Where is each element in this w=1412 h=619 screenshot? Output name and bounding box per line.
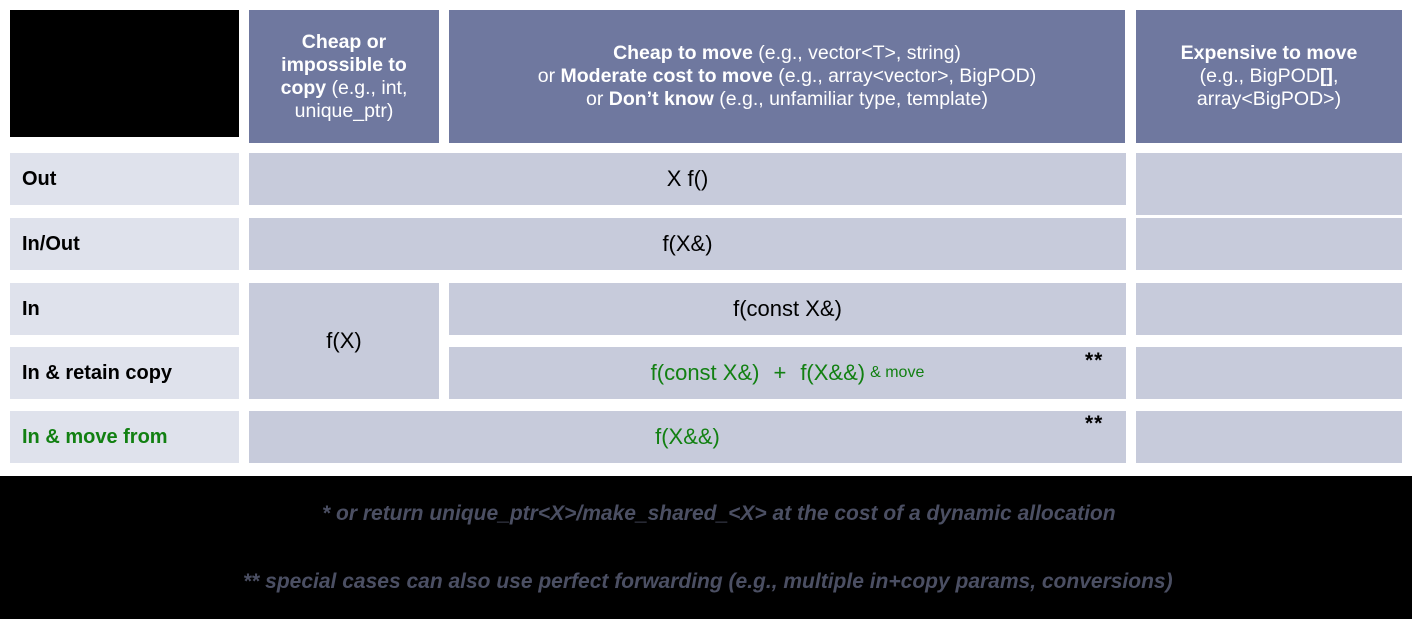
header-line: Cheap or	[301, 30, 387, 53]
header-line: Expensive to move	[1180, 42, 1358, 64]
combo-left-signature: f(const X&)	[650, 360, 760, 385]
header-line: array<BigPOD>)	[1196, 88, 1342, 110]
footnote-double-star: ** special cases can also use perfect fo…	[243, 570, 1173, 593]
cell-out-value: X f()	[249, 153, 1126, 205]
combo-suffix-and-move: & move	[870, 364, 925, 381]
footnote-marker-retain-copy: **	[1085, 349, 1104, 372]
combo-right-signature: f(X&&)	[800, 360, 866, 385]
table-corner-cell	[10, 10, 239, 137]
cell-in-expensive-empty	[1136, 283, 1402, 335]
column-header-cheap-or-impossible-to-copy: Cheap or impossible to copy (e.g., int, …	[249, 10, 439, 143]
row-label-in-move-from: In & move from	[10, 411, 239, 463]
row-label-in: In	[10, 283, 239, 335]
header-line: or Moderate cost to move (e.g., array<ve…	[537, 65, 1037, 87]
header-line: (e.g., BigPOD[],	[1199, 65, 1339, 87]
cell-in-out-value: f(X&)	[249, 218, 1126, 270]
row-label-in-out: In/Out	[10, 218, 239, 270]
header-line: unique_ptr)	[294, 99, 394, 122]
cell-in-value: f(const X&)	[449, 283, 1126, 335]
column-header-cheap-to-move: Cheap to move (e.g., vector<T>, string) …	[449, 10, 1125, 143]
cell-out-expensive-empty	[1136, 153, 1402, 215]
cell-in-retain-copy-expensive-empty	[1136, 347, 1402, 399]
row-label-in-retain-copy: In & retain copy	[10, 347, 239, 399]
header-line: or Don’t know (e.g., unfamiliar type, te…	[585, 88, 989, 110]
footnote-marker-move-from: **	[1085, 412, 1104, 435]
cell-in-move-from-expensive-empty	[1136, 411, 1402, 463]
header-line: impossible to	[281, 53, 407, 76]
cell-in-out-expensive-empty	[1136, 218, 1402, 270]
cell-cheap-copy-fx: f(X)	[249, 283, 439, 399]
cell-in-move-from-value: f(X&&)	[249, 411, 1126, 463]
combo-plus-sign: +	[773, 360, 787, 385]
header-line: copy (e.g., int,	[280, 76, 408, 99]
column-header-expensive-to-move: Expensive to move (e.g., BigPOD[], array…	[1136, 10, 1402, 143]
footer-band	[0, 476, 1412, 619]
cell-in-retain-copy-value: f(const X&) + f(X&&) & move	[449, 347, 1126, 399]
header-line: Cheap to move (e.g., vector<T>, string)	[613, 42, 961, 64]
footnote-single-star: * or return unique_ptr<X>/make_shared_<X…	[322, 502, 1116, 525]
row-label-out: Out	[10, 153, 239, 205]
